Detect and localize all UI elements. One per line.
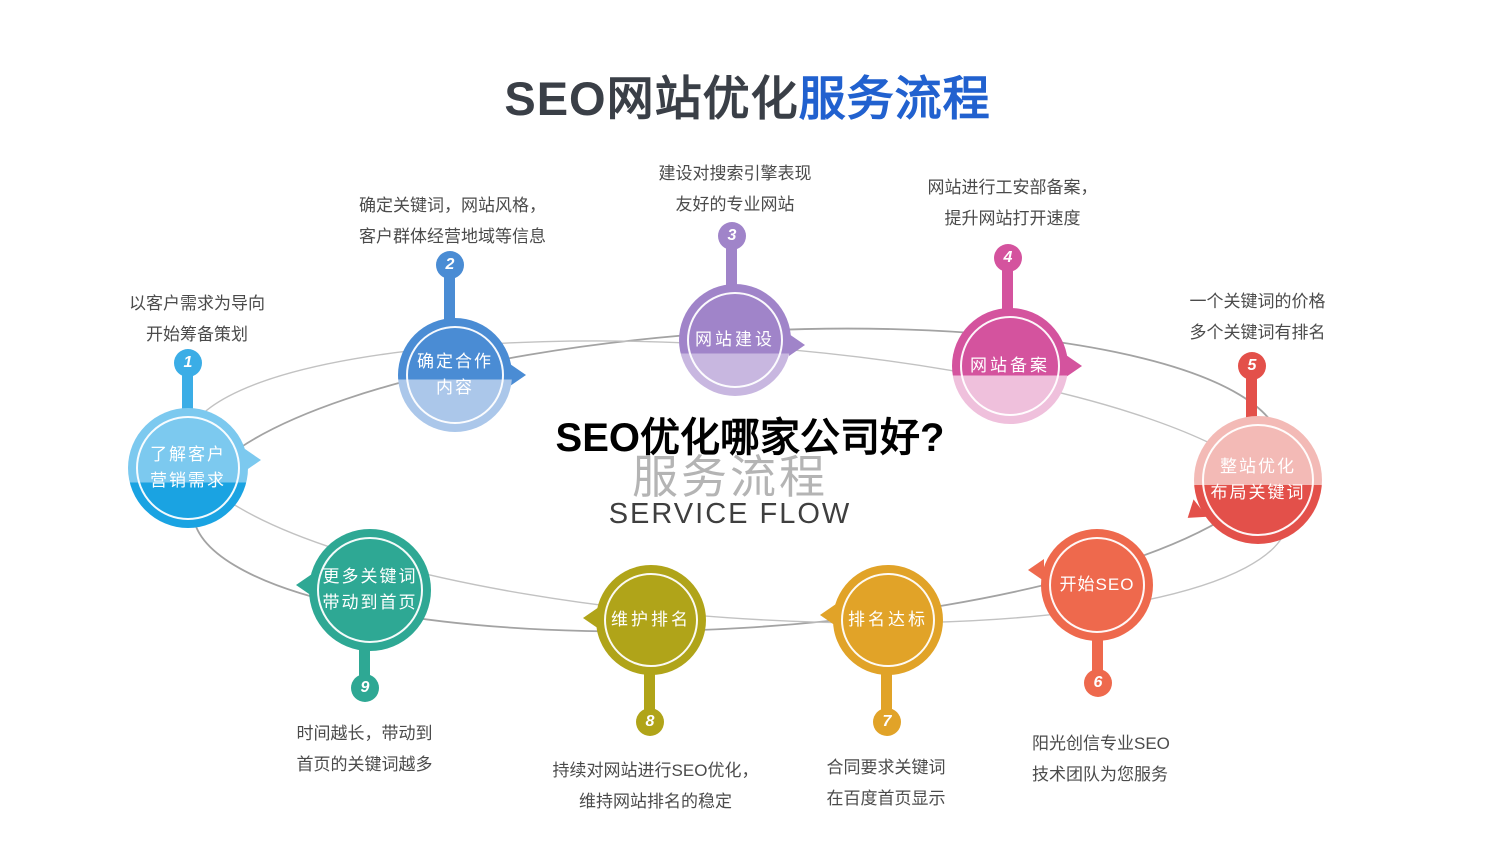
node-2-description: 确定关键词，网站风格， 客户群体经营地域等信息 — [359, 196, 546, 246]
node-4-stem — [1002, 256, 1013, 320]
node-6-description: 阳光创信专业SEO 技术团队为您服务 — [1032, 734, 1170, 784]
node-3-description: 建设对搜索引擎表现 友好的专业网站 — [658, 164, 812, 214]
node-1-number-badge: 1 — [174, 349, 202, 377]
watermark-text: 服务流程 — [632, 451, 828, 503]
page-title: SEO网站优化服务流程 — [0, 71, 1495, 127]
node-6-stem — [1092, 627, 1103, 681]
node-8-number-badge: 8 — [636, 708, 664, 736]
node-3-pointer — [789, 334, 805, 356]
node-8-pointer — [583, 607, 599, 629]
node-2-number-badge: 2 — [436, 251, 464, 279]
node-5-description: 一个关键词的价格 多个关键词有排名 — [1189, 292, 1326, 342]
node-5-circle: 整站优化 布局关键词 — [1194, 416, 1322, 544]
node-1-label: 了解客户 营销需求 — [136, 416, 240, 520]
node-2-circle: 确定合作 内容 — [398, 318, 512, 432]
node-3-label: 网站建设 — [687, 292, 783, 388]
node-7-label: 排名达标 — [841, 573, 935, 667]
node-1-pointer — [245, 449, 261, 471]
node-4-circle: 网站备案 — [952, 308, 1068, 424]
node-9-label: 更多关键词 带动到首页 — [317, 537, 423, 643]
node-9-stem — [359, 632, 370, 686]
service-flow-subtitle: SERVICE FLOW — [608, 498, 852, 530]
node-7-circle: 排名达标 — [833, 565, 943, 675]
node-1-stem — [182, 360, 193, 422]
node-7-number-badge: 7 — [873, 708, 901, 736]
flow-node-7: 7 排名达标 — [820, 565, 943, 736]
node-6-circle: 开始SEO — [1041, 529, 1153, 641]
node-2-pointer — [510, 364, 526, 386]
node-8-label: 维护排名 — [604, 573, 698, 667]
flow-node-3: 3 网站建设 — [679, 222, 805, 396]
flow-node-2: 2 确定合作 内容 — [398, 251, 526, 432]
node-9-number-badge: 9 — [351, 674, 379, 702]
node-3-number-badge: 3 — [718, 222, 746, 250]
node-3-circle: 网站建设 — [679, 284, 791, 396]
node-9-pointer — [296, 574, 312, 596]
node-5-stem — [1246, 364, 1257, 428]
node-1-circle: 了解客户 营销需求 — [128, 408, 248, 528]
node-5-number-badge: 5 — [1238, 352, 1266, 380]
node-2-stem — [444, 263, 455, 331]
flow-node-9: 9 更多关键词 带动到首页 — [296, 529, 431, 702]
node-6-number-badge: 6 — [1084, 669, 1112, 697]
node-4-label: 网站备案 — [960, 316, 1060, 416]
flow-node-5: 5 整站优化 布局关键词 — [1180, 352, 1322, 544]
node-5-label: 整站优化 布局关键词 — [1202, 424, 1314, 536]
node-7-pointer — [820, 604, 836, 626]
node-6-pointer — [1028, 559, 1044, 581]
node-7-stem — [881, 663, 892, 720]
node-3-stem — [726, 234, 737, 296]
flow-node-6: 6 开始SEO — [1028, 529, 1153, 697]
node-8-description: 持续对网站进行SEO优化， 维持网站排名的稳定 — [552, 761, 759, 811]
node-9-description: 时间越长，带动到 首页的关键词越多 — [296, 724, 433, 774]
node-8-circle: 维护排名 — [596, 565, 706, 675]
node-9-circle: 更多关键词 带动到首页 — [309, 529, 431, 651]
node-2-label: 确定合作 内容 — [406, 326, 504, 424]
node-4-number-badge: 4 — [994, 244, 1022, 272]
page-title-dark-segment: SEO网站优化 — [504, 72, 799, 126]
flow-node-4: 4 网站备案 — [952, 244, 1082, 424]
flow-node-8: 8 维护排名 — [583, 565, 706, 736]
node-6-label: 开始SEO — [1049, 537, 1145, 633]
node-4-pointer — [1066, 355, 1082, 377]
center-headline: SEO优化哪家公司好? — [555, 416, 945, 460]
node-4-description: 网站进行工安部备案， 提升网站打开速度 — [927, 178, 1098, 228]
flow-node-1: 1 了解客户 营销需求 — [128, 349, 261, 528]
node-1-description: 以客户需求为导向 开始筹备策划 — [129, 294, 265, 344]
node-8-stem — [644, 663, 655, 720]
page-title-blue-segment: 服务流程 — [798, 72, 991, 126]
node-7-description: 合同要求关键词 在百度首页显示 — [826, 758, 946, 808]
